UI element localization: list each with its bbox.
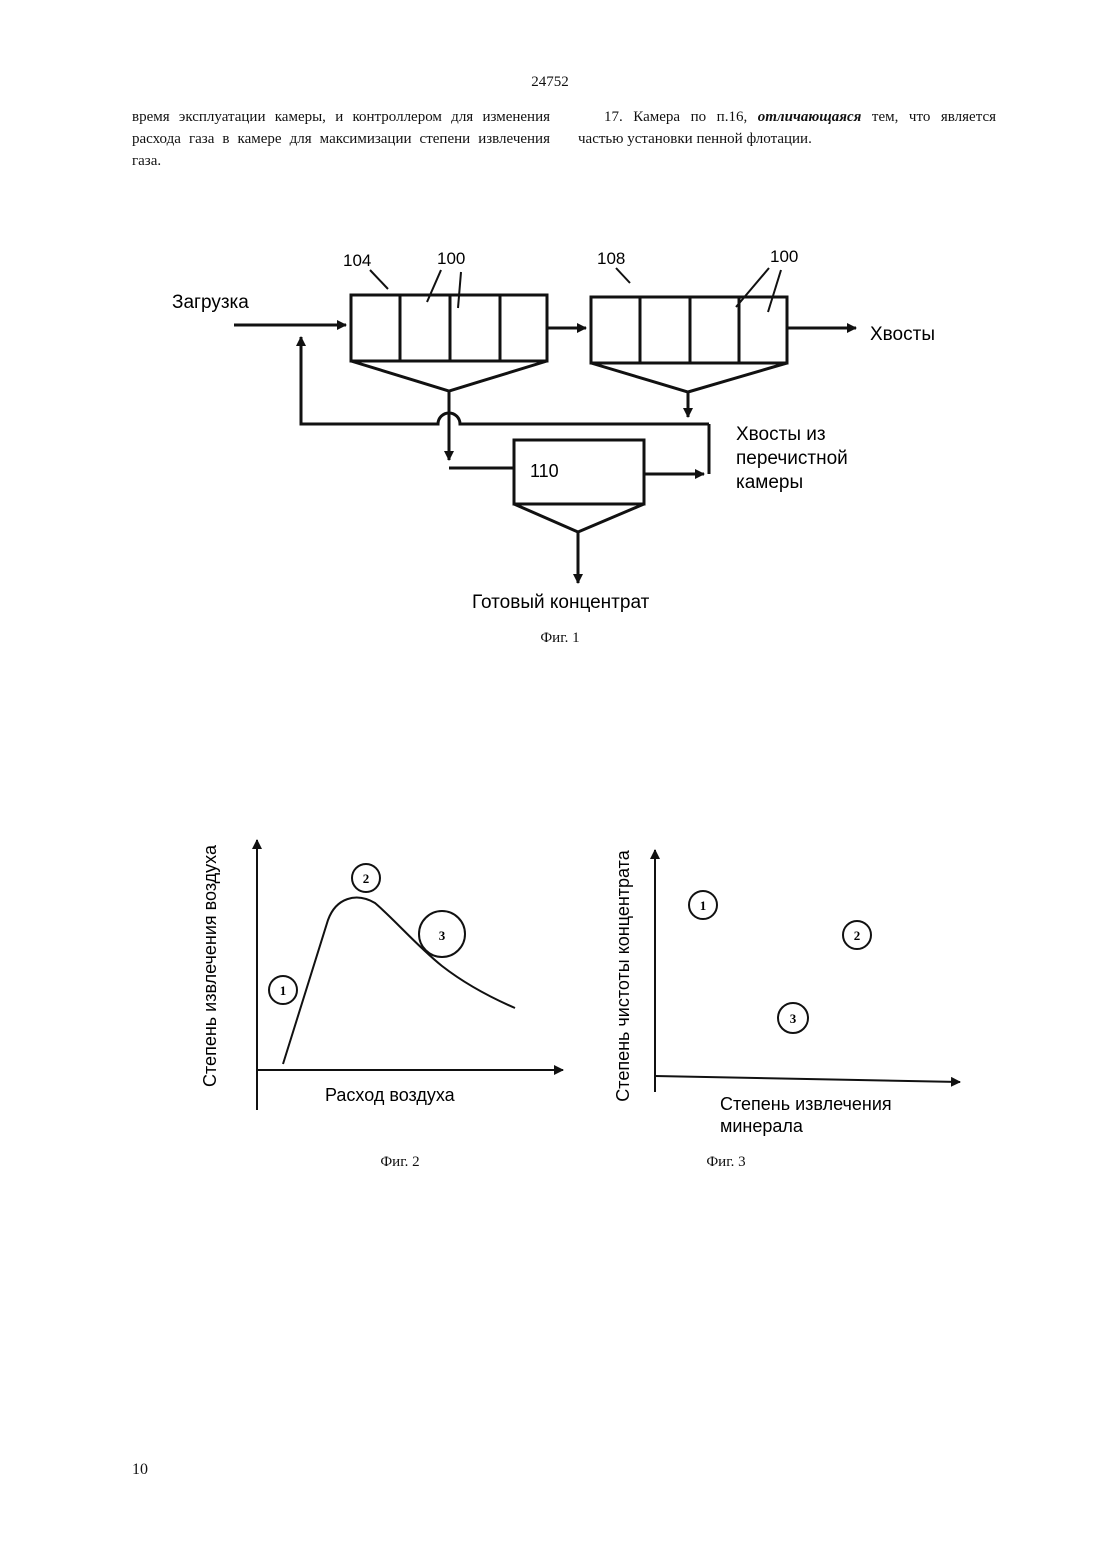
fig3-x-axis — [655, 1076, 960, 1082]
leader-100b-1 — [736, 268, 769, 307]
rougher-hopper — [351, 361, 547, 391]
figure-1-caption: Фиг. 1 — [450, 630, 670, 647]
figure-2-caption: Фиг. 2 — [300, 1154, 500, 1171]
fig3-xlabel-line2: минерала — [720, 1116, 804, 1136]
concentrate-label: Готовый концентрат — [472, 592, 650, 613]
leader-104 — [370, 270, 388, 289]
fig3-marker-2: 2 — [854, 928, 861, 943]
figure-3-caption: Фиг. 3 — [626, 1154, 826, 1171]
ref-100-a: 100 — [437, 249, 465, 268]
figure-2-plot: 1 2 3 Расход воздуха Степень извлечения … — [160, 780, 580, 1155]
feed-label: Загрузка — [172, 292, 249, 313]
fig2-ylabel: Степень извлечения воздуха — [200, 844, 220, 1087]
fig2-marker-2: 2 — [363, 871, 370, 886]
leader-100b-2 — [768, 270, 781, 312]
cleaner-tails-line3: камеры — [736, 472, 803, 493]
leader-100a-2 — [458, 272, 461, 308]
ref-108: 108 — [597, 249, 625, 268]
cleaner-tails-line2: перечистной — [736, 448, 848, 469]
fig3-marker-1: 1 — [700, 898, 707, 913]
ref-104: 104 — [343, 251, 371, 270]
page-footer-number: 10 — [132, 1461, 148, 1479]
fig2-xlabel: Расход воздуха — [325, 1085, 456, 1105]
fig2-marker-3: 3 — [439, 928, 446, 943]
figure-3-plot: 1 2 3 Степень извлечения минерала Степен… — [605, 780, 975, 1155]
ref-100-b: 100 — [770, 247, 798, 266]
fig3-xlabel-line1: Степень извлечения — [720, 1094, 892, 1114]
tails-label: Хвосты — [870, 324, 935, 345]
fig3-marker-3: 3 — [790, 1011, 797, 1026]
cleaner-tails-line1: Хвосты из — [736, 424, 826, 445]
fig2-curve — [283, 898, 515, 1064]
scavenger-hopper — [591, 363, 787, 392]
leader-108 — [616, 268, 630, 283]
fig3-ylabel: Степень чистоты концентрата — [613, 849, 633, 1101]
cleaner-hopper — [514, 504, 644, 532]
leader-100a-1 — [427, 270, 441, 302]
fig2-marker-1: 1 — [280, 983, 287, 998]
ref-110: 110 — [530, 461, 559, 481]
